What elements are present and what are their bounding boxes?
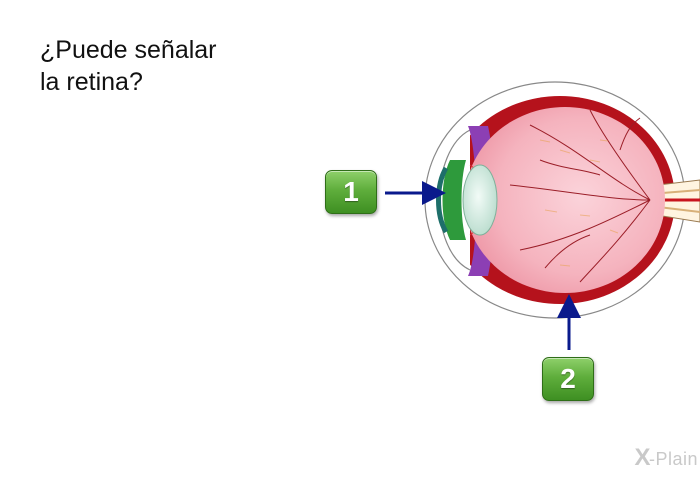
blood-vessels [509,109,651,283]
question-line-1: ¿Puede señalar [40,36,217,64]
lens [462,164,498,236]
xplain-logo-text: -Plain [648,449,698,469]
answer-button-1[interactable]: 1 [325,170,377,214]
question-line-2: la retina? [40,68,143,96]
xplain-logo-mark: X [634,444,651,471]
answer-button-2[interactable]: 2 [542,357,594,401]
retina [465,107,665,293]
xplain-logo: X-Plain [634,444,698,472]
retina-texture [539,139,619,267]
question-text: ¿Puede señalar la retina? [40,34,217,98]
iris [442,160,466,240]
